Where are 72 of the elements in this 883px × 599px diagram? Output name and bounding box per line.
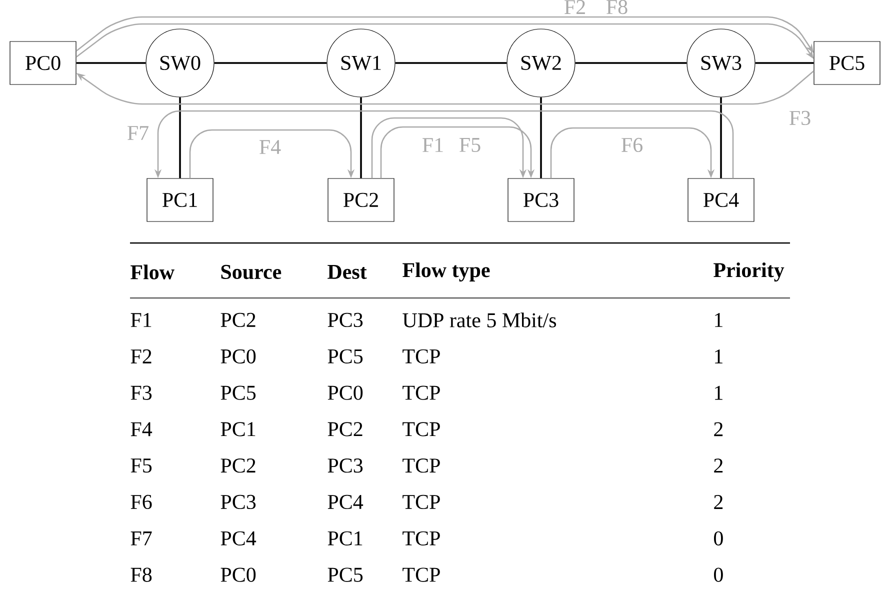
pc-box: PC1 — [146, 178, 214, 222]
table-cell: TCP — [402, 422, 440, 436]
table-cell: PC4 — [328, 494, 364, 510]
pc-box: PC5 — [814, 41, 880, 85]
table-cell: F5 — [130, 458, 152, 473]
table-cell: PC5 — [220, 386, 256, 400]
table-cell: 2 — [714, 422, 723, 436]
table-cell: TCP — [402, 568, 440, 582]
edge-label: F4 — [258, 139, 282, 155]
edge-label: F7 — [126, 125, 150, 141]
table-cell: PC0 — [220, 568, 256, 582]
table-cell: PC1 — [328, 531, 362, 546]
table-cell: PC3 — [328, 312, 363, 328]
flow-arrow — [371, 117, 527, 178]
edge-label: F2 — [562, 0, 588, 15]
table-cell: TCP — [402, 494, 440, 510]
table-cell: 1 — [715, 386, 722, 400]
table-cell: PC5 — [328, 568, 363, 582]
column-header: Flow type — [402, 262, 490, 282]
table-cell: PC4 — [220, 531, 256, 546]
table-cell: PC0 — [328, 386, 363, 400]
link-line — [395, 62, 507, 64]
pc-box: PC4 — [688, 178, 754, 222]
link-line — [76, 62, 146, 64]
table-cell: TCP — [402, 531, 440, 546]
pc-box: PC3 — [508, 178, 574, 222]
link-line — [214, 62, 327, 64]
pc-box: PC2 — [328, 178, 394, 222]
table-cell: 0 — [714, 531, 723, 546]
column-header: Flow — [130, 264, 174, 280]
flow-arrow — [380, 126, 535, 178]
table-cell: PC1 — [220, 422, 256, 436]
table-cell: PC0 — [220, 349, 256, 364]
flow-arrow — [189, 129, 355, 178]
link-line — [720, 97, 722, 178]
table-cell: PC2 — [220, 458, 256, 473]
table-cell: TCP — [402, 458, 440, 473]
edge-label: F1 — [420, 137, 446, 153]
edge-label: F3 — [788, 110, 812, 126]
table-cell: 0 — [714, 568, 723, 582]
edge-label: F5 — [458, 137, 482, 153]
table-cell: PC3 — [328, 458, 363, 473]
table-cell: F8 — [130, 568, 152, 582]
column-header: Source — [221, 264, 282, 280]
table-cell: PC3 — [220, 494, 256, 510]
table-cell: PC5 — [328, 349, 363, 364]
table-cell: PC2 — [328, 422, 362, 436]
table-cell: 1 — [715, 313, 722, 327]
edge-label: F8 — [604, 0, 630, 16]
table-cell: F7 — [130, 532, 152, 546]
link-line — [540, 97, 542, 178]
table-cell: F2 — [130, 349, 152, 364]
table-cell: 1 — [715, 349, 722, 364]
table-cell: UDP rate 5 Mbit/s — [402, 312, 556, 328]
table-cell: F6 — [130, 494, 152, 510]
column-header: Dest — [328, 265, 367, 279]
table-cell: 2 — [714, 458, 723, 473]
table-cell: F4 — [130, 422, 152, 436]
link-line — [755, 62, 814, 64]
table-cell: TCP — [402, 349, 440, 364]
link-line — [179, 97, 181, 178]
table-cell: PC2 — [220, 312, 256, 328]
link-line — [360, 97, 362, 178]
table-cell: F3 — [130, 386, 152, 400]
table-cell: TCP — [402, 386, 440, 400]
table-cell: F1 — [130, 313, 152, 327]
pc-box: PC0 — [10, 41, 76, 85]
edge-label: F6 — [620, 136, 644, 154]
table-cell: 2 — [714, 495, 723, 509]
flow-arrow — [550, 127, 715, 178]
column-header: Priority — [714, 262, 784, 282]
link-line — [575, 62, 687, 64]
